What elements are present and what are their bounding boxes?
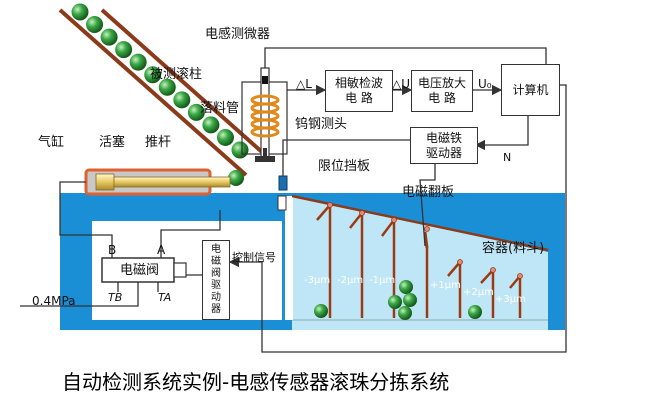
- roller-in-tube: [173, 91, 191, 109]
- roller-in-tube: [144, 66, 162, 84]
- roller-in-tube: [202, 116, 220, 134]
- label-n: N: [503, 151, 512, 164]
- label-tungsten-probe: 钨钢测头: [295, 117, 348, 132]
- label-control-signal: 控制信号: [232, 251, 276, 264]
- sorting-bins: [316, 202, 523, 318]
- voltage-amplifier-box: 电压放大 电 路: [411, 70, 473, 112]
- figure-caption: 自动检测系统实例-电感传感器滚珠分拣系统: [62, 370, 450, 394]
- label-port-b: B: [108, 243, 117, 257]
- bin-label: -2μm: [337, 275, 364, 286]
- computer-box: 计算机: [501, 64, 560, 116]
- label-feed-tube: 落料管: [200, 101, 240, 116]
- label-pressure: 0.4MPa: [32, 294, 76, 308]
- bin-label: +2μm: [463, 287, 494, 298]
- limit-baffle: [278, 175, 288, 191]
- label-piston: 活塞: [99, 135, 126, 150]
- air-cylinder: [84, 168, 231, 196]
- roller-in-tube: [216, 128, 234, 146]
- label-inductive-micrometer: 电感测微器: [205, 27, 271, 42]
- label-cylinder: 气缸: [38, 135, 65, 150]
- roller-in-tube: [86, 16, 104, 34]
- label-delta-l: △L: [296, 77, 312, 91]
- roller-in-tube: [71, 3, 89, 21]
- roller-in-tube: [231, 141, 249, 159]
- roller-in-tube: [100, 28, 118, 46]
- falling-roller: [228, 170, 244, 186]
- label-port-tb: TB: [108, 291, 123, 304]
- roller-in-tube: [158, 78, 176, 96]
- label-port-a: A: [157, 243, 166, 257]
- label-limit-baffle: 限位挡板: [318, 159, 371, 174]
- phase-detector-box: 相敏检波 电 路: [325, 70, 393, 112]
- limit-baffle-lower: [277, 195, 287, 211]
- inductive-micrometer: [241, 67, 288, 162]
- bin-label: -3μm: [304, 275, 331, 286]
- feed-tube: [58, 3, 264, 177]
- label-container: 容器(料斗): [482, 241, 545, 256]
- roller-in-tube: [115, 41, 133, 59]
- label-measured-roller: 被测滚柱: [150, 67, 203, 82]
- valve-driver-box: 电 磁 阀 驱 动 器: [202, 240, 230, 320]
- roller-in-tube: [129, 53, 147, 71]
- sorted-rollers: [314, 280, 482, 320]
- signal-lines: [20, 47, 567, 353]
- bin-label: +1μm: [430, 280, 461, 291]
- bin-label: +3μm: [495, 294, 526, 305]
- em-iron-driver-box: 电磁铁 驱动器: [410, 127, 478, 164]
- label-u0: U₀: [478, 77, 492, 91]
- label-push-rod: 推杆: [145, 135, 172, 150]
- solenoid-valve-label: 电磁阀: [120, 263, 160, 278]
- label-port-ta: TA: [158, 291, 172, 304]
- label-delta-u: △U: [392, 77, 411, 91]
- machine-frame: [60, 193, 565, 330]
- roller-in-tube: [187, 103, 205, 121]
- bin-label: -1μm: [369, 275, 396, 286]
- solenoid-valve: [101, 257, 187, 283]
- label-em-flap: 电磁翻板: [402, 185, 455, 200]
